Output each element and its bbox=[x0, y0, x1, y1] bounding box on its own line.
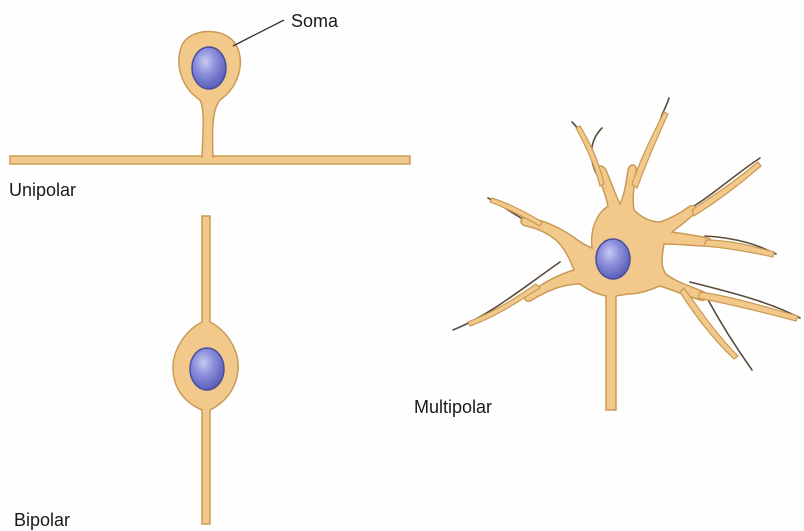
multipolar-soma bbox=[521, 165, 712, 410]
unipolar-label: Unipolar bbox=[9, 180, 76, 201]
soma-pointer-line bbox=[233, 20, 284, 46]
bipolar-nucleus bbox=[190, 348, 224, 390]
soma-label: Soma bbox=[291, 11, 338, 32]
unipolar-nucleus bbox=[192, 47, 226, 89]
unipolar-neuron bbox=[10, 20, 410, 164]
bipolar-neuron bbox=[173, 216, 238, 524]
multipolar-nucleus bbox=[596, 239, 630, 279]
multipolar-label: Multipolar bbox=[414, 397, 492, 418]
bipolar-label: Bipolar bbox=[14, 510, 70, 531]
multipolar-neuron bbox=[453, 98, 800, 410]
